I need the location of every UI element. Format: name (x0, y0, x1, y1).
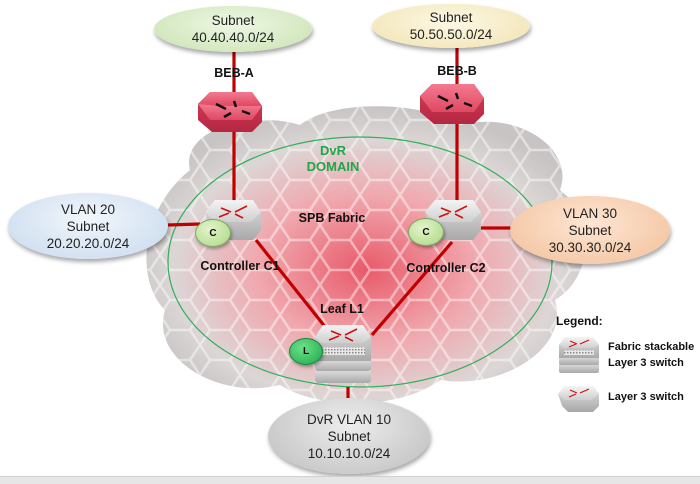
controller-c1-label: Controller C1 (200, 259, 280, 273)
legend-item-layer3: Layer 3 switch (608, 391, 684, 403)
beb-b-switch-icon[interactable] (420, 84, 484, 124)
subnet-50-cidr: 50.50.50.0/24 (409, 27, 493, 42)
leaf-l1-badge: L (289, 338, 323, 365)
legend-title: Legend: (556, 314, 603, 328)
legend-stackable-switch-icon (559, 337, 599, 373)
subnet-40-label: Subnet (211, 13, 255, 28)
dvr-domain-line2: DOMAIN (306, 159, 360, 174)
beb-a-switch-icon[interactable] (198, 92, 262, 132)
legend-stackable-line2: Layer 3 switch (608, 357, 684, 369)
subnet-50-label: Subnet (429, 10, 473, 25)
vlan-20-label: VLAN 20 (60, 201, 116, 217)
subnet-50-ellipse: Subnet 50.50.50.0/24 (372, 4, 530, 48)
vlan-10-label: DvR VLAN 10 (306, 411, 392, 427)
legend-stackable-line1: Fabric stackable (608, 341, 695, 353)
subnet-40-ellipse: Subnet 40.40.40.0/24 (154, 6, 312, 52)
leaf-l1-stackable-switch-icon[interactable] (315, 325, 371, 383)
vlan-30-ellipse: VLAN 30 Subnet 30.30.30.0/24 (510, 196, 670, 264)
dvr-domain-boundary (167, 136, 553, 388)
legend-layer3-switch-icon (558, 386, 599, 412)
dvr-domain-line1: DvR (319, 143, 346, 158)
links (167, 44, 512, 400)
subnet-40-cidr: 40.40.40.0/24 (191, 30, 275, 45)
spb-fabric-cloud (146, 106, 586, 404)
vlan-30-label: VLAN 30 (562, 205, 618, 221)
vlan-30-subnet-label: Subnet (568, 222, 612, 238)
beb-b-label: BEB-B (437, 64, 477, 78)
link-c2-leaf (370, 240, 454, 337)
controller-c2-label: Controller C2 (406, 261, 486, 275)
bottom-border (0, 476, 700, 484)
vlan-30-cidr: 30.30.30.0/24 (548, 239, 632, 255)
dvr-vlan-10-ellipse: DvR VLAN 10 Subnet 10.10.10.0/24 (268, 398, 430, 474)
legend-item-stackable: Fabric stackable Layer 3 switch (608, 339, 694, 371)
beb-a-label: BEB-A (214, 66, 254, 80)
vlan-10-subnet-label: Subnet (327, 428, 371, 444)
vlan-20-subnet-label: Subnet (66, 218, 110, 234)
leaf-l1-label: Leaf L1 (320, 302, 364, 316)
vlan-20-cidr: 20.20.20.0/24 (46, 235, 130, 251)
dvr-domain-label: DvR DOMAIN (298, 143, 368, 175)
controller-c2-badge: C (408, 218, 444, 246)
vlan-20-ellipse: VLAN 20 Subnet 20.20.20.0/24 (8, 193, 168, 259)
link-c1-leaf (254, 239, 332, 334)
controller-c1-badge: C (195, 219, 231, 247)
vlan-10-cidr: 10.10.10.0/24 (307, 445, 391, 461)
spb-fabric-label: SPB Fabric (298, 211, 366, 225)
link-vlan20-c1 (167, 222, 201, 227)
